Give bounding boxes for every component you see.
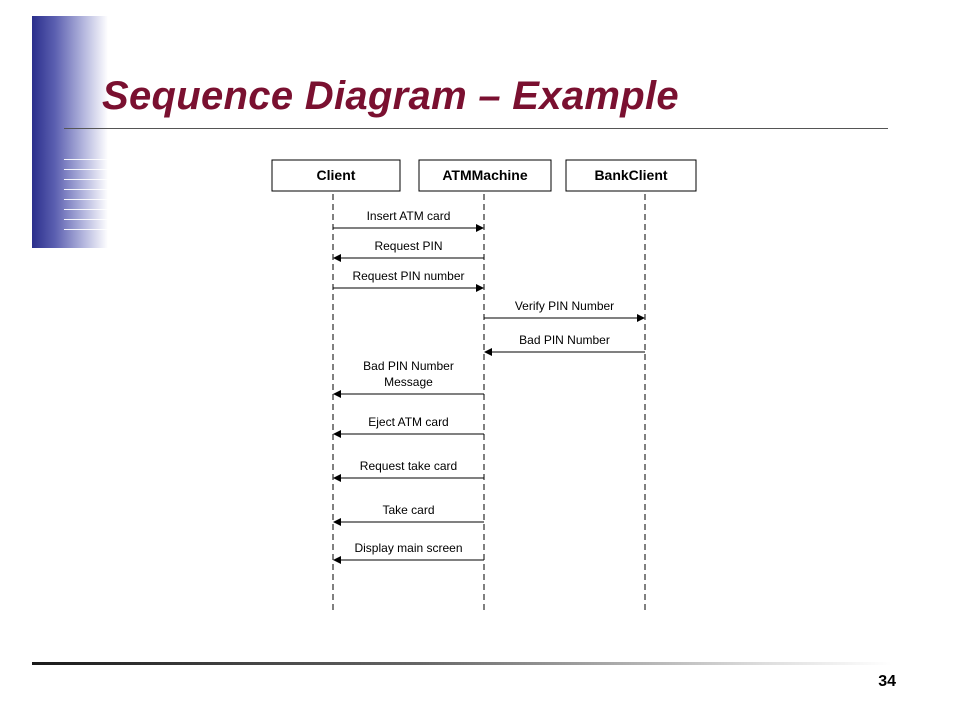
message-label: Bad PIN Number: [519, 333, 610, 347]
message: Insert ATM card: [333, 209, 484, 232]
footer-divider: [32, 662, 892, 665]
message-label: Bad PIN Number: [363, 359, 454, 373]
message: Request PIN number: [333, 269, 484, 292]
message: Verify PIN Number: [484, 299, 645, 322]
message: Eject ATM card: [333, 415, 484, 438]
participants: Client ATMMachine BankClient: [271, 159, 697, 192]
participant-client: Client: [271, 159, 401, 192]
participant-label: Client: [317, 167, 356, 183]
participant-atm: ATMMachine: [418, 159, 552, 192]
message-label: Eject ATM card: [368, 415, 448, 429]
participant-box: [565, 159, 697, 192]
page-number: 34: [878, 673, 896, 690]
slide-title: Sequence Diagram – Example: [102, 74, 679, 118]
participant-bank: BankClient: [565, 159, 697, 192]
participant-box: [418, 159, 552, 192]
participant-box: [271, 159, 401, 192]
message-label: Request PIN: [374, 239, 442, 253]
title-divider: [64, 128, 888, 129]
message: Request take card: [333, 459, 484, 482]
decorative-lines: [64, 150, 108, 236]
message-label: Insert ATM card: [367, 209, 451, 223]
message-label: Display main screen: [354, 541, 462, 555]
participant-label: BankClient: [594, 167, 667, 183]
message-label: Request take card: [360, 459, 457, 473]
message: Display main screen: [333, 541, 484, 564]
message-label: Message: [384, 375, 433, 389]
message: Take card: [333, 503, 484, 526]
message: Bad PIN Number: [484, 333, 645, 356]
participant-label: ATMMachine: [442, 167, 528, 183]
message-label: Request PIN number: [352, 269, 464, 283]
message-label: Verify PIN Number: [515, 299, 614, 313]
message: Request PIN: [333, 239, 484, 262]
message-label: Take card: [382, 503, 434, 517]
